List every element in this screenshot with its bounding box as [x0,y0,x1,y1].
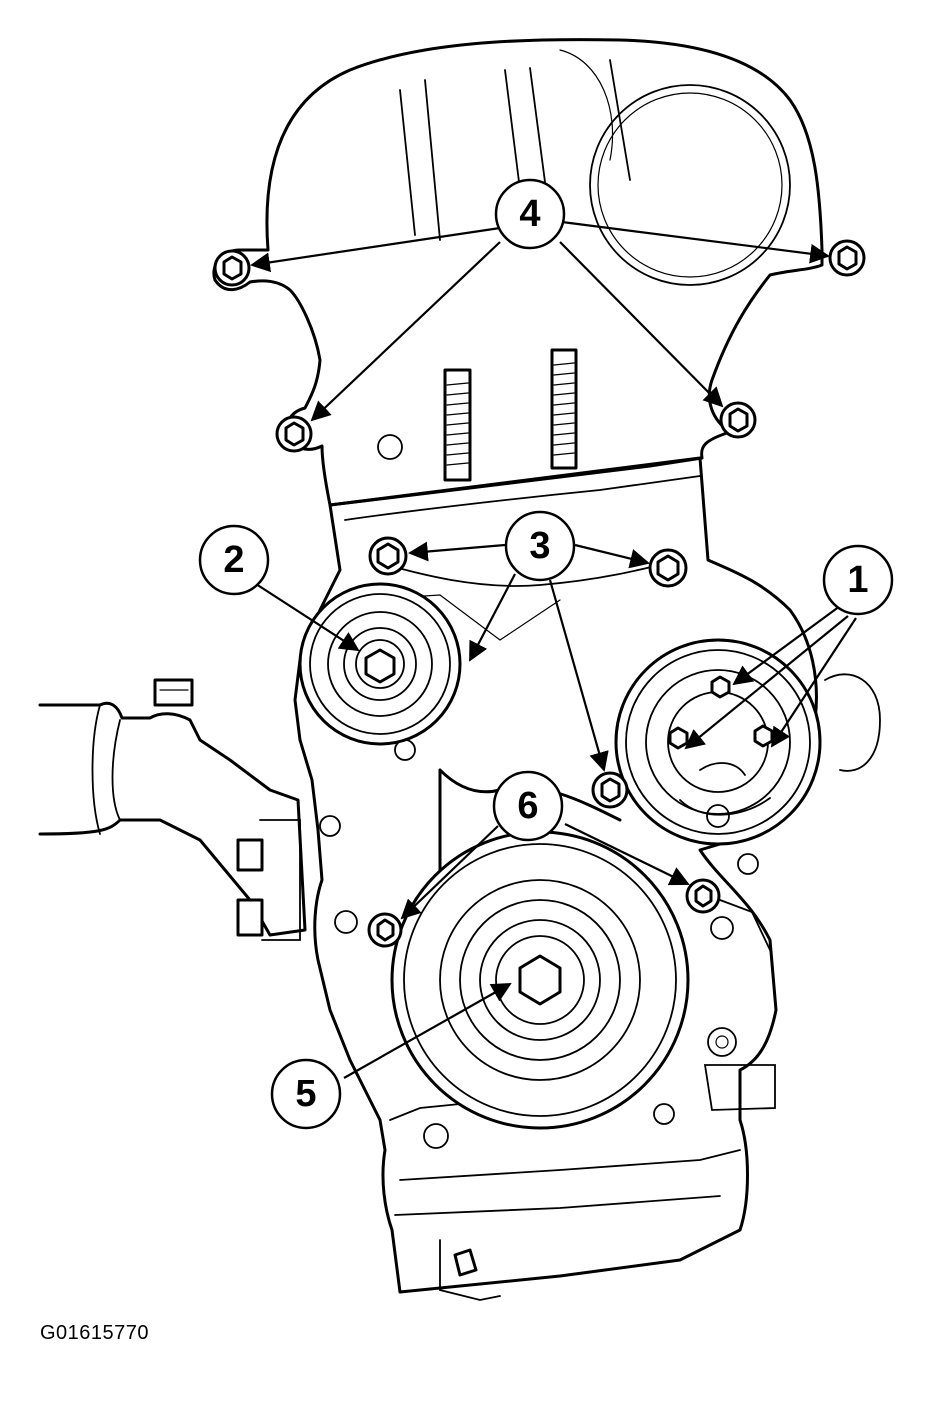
bolt-6-right [685,878,721,914]
callout-2: 2 [198,524,270,596]
bolt-4-left [213,249,251,287]
callout-4-label: 4 [519,193,540,235]
idler-pulley [298,582,462,746]
bolts [213,239,866,948]
bolt-4-lowerright [719,401,757,439]
alternator-pulley [614,638,881,846]
crankshaft-pulley [390,830,690,1130]
figure-code: G01615770 [40,1322,150,1344]
front-timing-cover [293,456,818,1301]
bolt-4-right [828,239,866,277]
bolt-4-lowerleft [275,415,313,453]
callout-6: 6 [492,770,564,842]
leader-lines [250,220,857,1079]
studs [443,348,578,482]
callout-3: 3 [504,510,576,582]
upper-timing-cover [212,38,824,507]
thermostat-housing [38,678,307,941]
bolt-3-left [368,536,408,576]
callout-5-label: 5 [295,1073,316,1115]
callout-1-label: 1 [847,559,868,601]
bolt-3-lower [591,771,629,809]
bolt-3-right [648,548,688,588]
callout-3-label: 3 [529,525,550,567]
bolt-6-left [367,912,403,948]
callout-1: 1 [822,544,894,616]
callout-5: 5 [270,1058,342,1130]
callout-2-label: 2 [223,539,244,581]
callout-4: 4 [494,178,566,250]
callout-6-label: 6 [517,785,538,827]
